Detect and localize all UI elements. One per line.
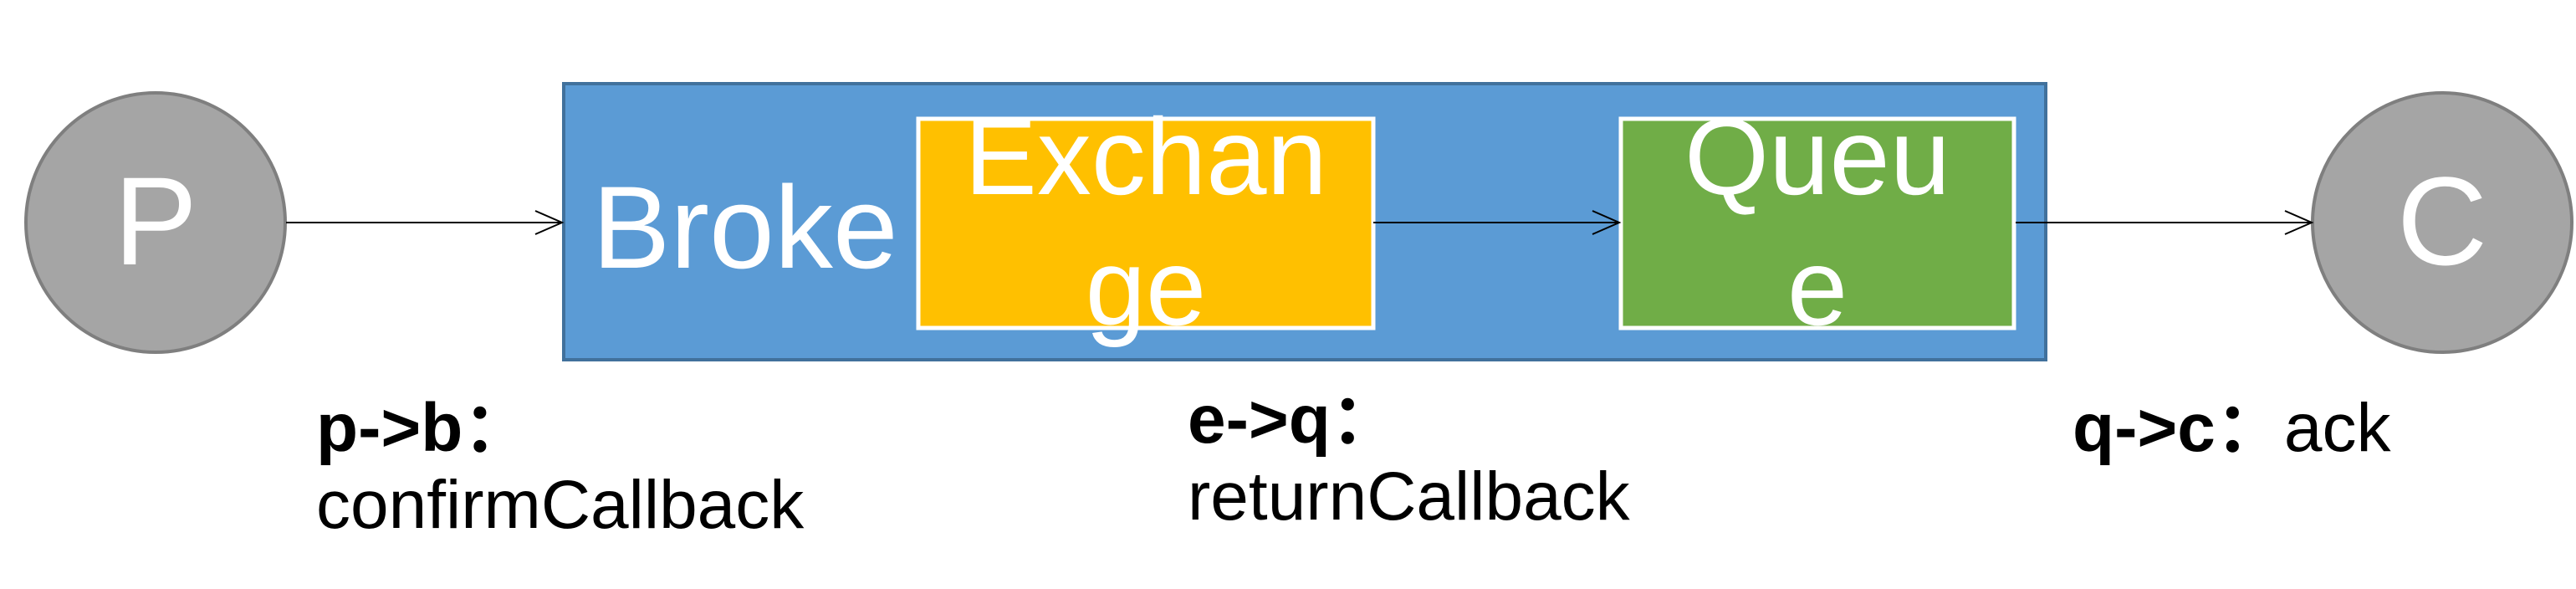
producer-label: P (114, 151, 197, 291)
caption-e-to-q-key: e->q： (1188, 382, 1399, 458)
caption-e-to-q: e->q： returnCallback (1188, 382, 1630, 535)
caption-e-to-q-value: returnCallback (1188, 458, 1630, 535)
queue-box (1618, 116, 2016, 330)
caption-p-to-b-key: p->b： (316, 390, 532, 466)
caption-p-to-b-value: confirmCallback (316, 467, 805, 543)
queue-label-line2: e (1787, 226, 1848, 348)
caption-q-to-c: q->c：ack (2073, 390, 2391, 467)
queue-label-line1: Queu (1684, 95, 1950, 218)
consumer-label: C (2397, 151, 2487, 291)
exchange-label-line2: ge (1086, 226, 1207, 348)
caption-p-to-b: p->b： confirmCallback (316, 390, 804, 544)
broker-label: Broke (592, 161, 898, 293)
caption-q-to-c-key: q->c： (2073, 390, 2284, 466)
exchange-label-line1: Exchan (964, 95, 1327, 218)
exchange-box (916, 116, 1376, 330)
producer-node (24, 91, 287, 354)
caption-q-to-c-value: ack (2283, 390, 2391, 466)
